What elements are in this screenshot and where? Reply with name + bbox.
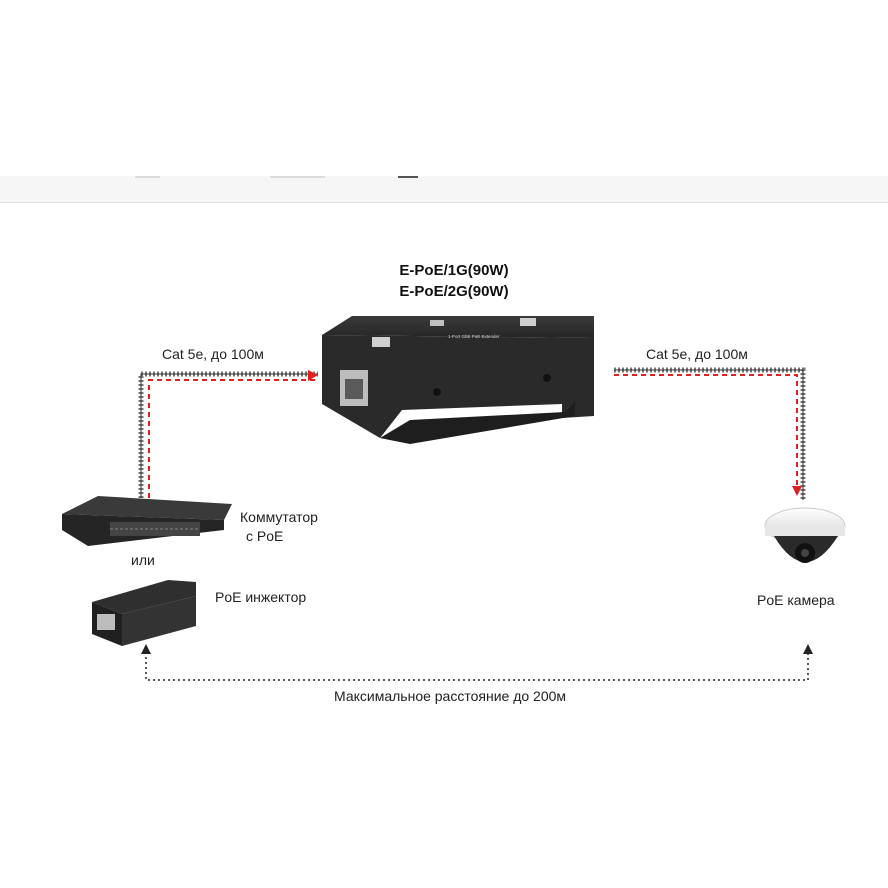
right-cable — [614, 367, 806, 500]
poe-switch-device — [62, 496, 232, 546]
toolbar-fragment — [398, 176, 418, 178]
left-arrow-icon — [308, 370, 318, 381]
poe-camera-device — [764, 507, 846, 563]
injector-label: PoE инжектор — [215, 589, 307, 605]
device-model-1: E-PoE/1G(90W) — [399, 262, 509, 279]
browser-toolbar-strip — [0, 176, 888, 203]
device-print-text: 1-Port GbE PoE Extender — [448, 334, 500, 339]
toolbar-fragment — [135, 176, 160, 178]
toolbar-fragment — [270, 176, 325, 178]
down-arrow-icon — [792, 486, 802, 496]
distance-label: Максимальное расстояние до 200м — [334, 688, 567, 704]
switch-label-line1: Коммутатор — [240, 509, 318, 525]
camera-label: PoE камера — [757, 592, 835, 608]
left-cable — [138, 370, 318, 498]
up-arrow-icon — [803, 644, 813, 654]
device-model-2: E-PoE/2G(90W) — [399, 283, 509, 300]
switch-label-line2: с PoE — [246, 528, 284, 544]
distance-indicator — [141, 644, 813, 681]
print-block-icon — [430, 320, 444, 326]
poe-extender-device: 1-Port GbE PoE Extender — [322, 316, 594, 444]
screw-icon — [433, 388, 441, 396]
injector-port-icon — [97, 614, 115, 630]
cable-right-label: Cat 5e, до 100м — [646, 346, 748, 362]
screw-icon — [543, 374, 551, 382]
poe-injector-device — [92, 580, 196, 646]
up-arrow-icon — [141, 644, 151, 654]
or-label: или — [131, 552, 155, 568]
print-block-icon — [520, 318, 536, 326]
cable-left-label: Cat 5e, до 100м — [162, 346, 264, 362]
left-power-line — [148, 379, 318, 498]
led-label-icon — [372, 337, 390, 347]
right-power-line — [614, 374, 798, 488]
